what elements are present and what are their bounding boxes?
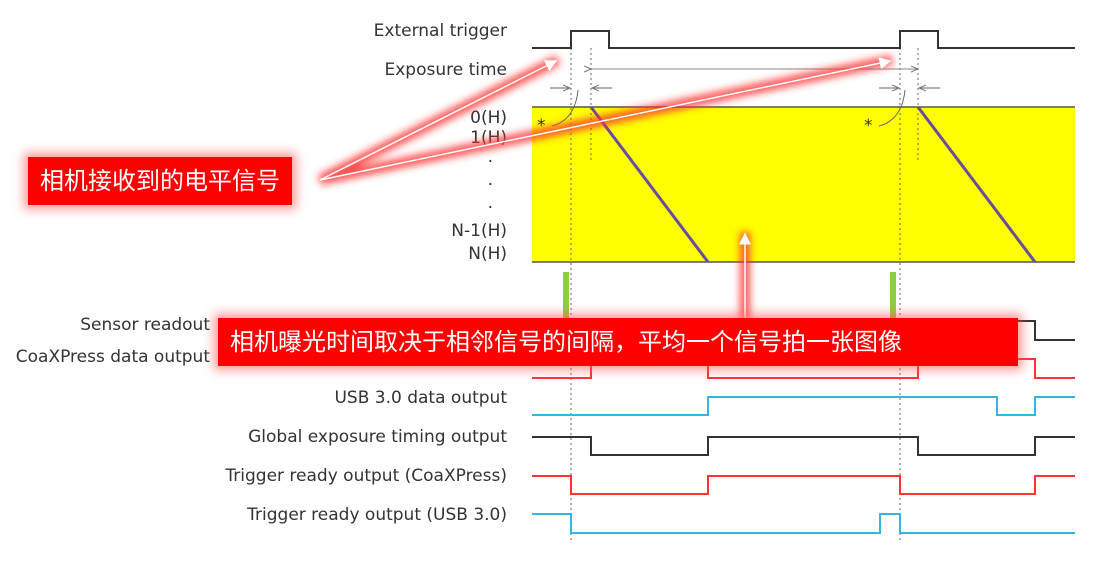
- readout-line-1: [589, 106, 710, 263]
- label-dot: .: [488, 170, 493, 190]
- asterisk-2: *: [864, 116, 873, 136]
- wave-global-exposure: [532, 436, 1075, 456]
- label-global-exposure: Global exposure timing output: [248, 427, 507, 447]
- label-sensor-readout: Sensor readout: [80, 315, 210, 335]
- readout-line-2: [916, 106, 1037, 263]
- label-trigger-ready-usb: Trigger ready output (USB 3.0): [246, 505, 507, 525]
- wave-coaxpress-data: [532, 358, 1075, 379]
- annotation-arrows: [317, 55, 894, 320]
- label-coaxpress-data: CoaXPress data output: [16, 347, 211, 367]
- label-row-n-1: N-1(H): [451, 221, 507, 241]
- sensor-exposure-area: [532, 107, 1075, 262]
- wave-trigger-ready-usb: [532, 513, 1075, 534]
- label-external-trigger: External trigger: [374, 21, 507, 41]
- label-usb-data: USB 3.0 data output: [334, 388, 507, 408]
- label-dot: .: [488, 193, 493, 213]
- wave-usb-data: [532, 396, 1075, 416]
- label-trigger-ready-cxp: Trigger ready output (CoaXPress): [224, 466, 507, 486]
- annotation-exposure-note: 相机曝光时间取决于相邻信号的间隔，平均一个信号拍一张图像: [218, 318, 1018, 366]
- wave-external-trigger: [532, 30, 1075, 49]
- trigger-marker-1: [563, 272, 569, 318]
- label-row-n: N(H): [468, 244, 507, 264]
- label-exposure-time: Exposure time: [384, 60, 507, 80]
- trigger-marker-2: [890, 272, 896, 318]
- asterisk-1: *: [537, 116, 546, 136]
- label-dot: .: [488, 147, 493, 167]
- annotation-level-signal: 相机接收到的电平信号: [28, 157, 292, 205]
- label-row-0: 0(H): [470, 108, 507, 128]
- wave-trigger-ready-cxp: [532, 475, 1075, 495]
